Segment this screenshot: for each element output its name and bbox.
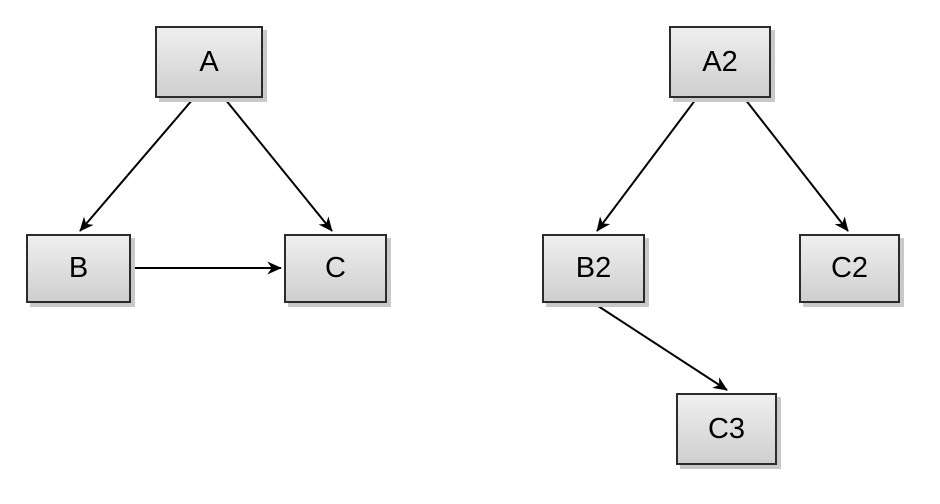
- node-c[interactable]: C: [284, 234, 387, 303]
- edge-a2-to-b2: [596, 98, 697, 232]
- node-label-a2: A2: [702, 45, 738, 78]
- node-label-c: C: [325, 252, 346, 284]
- node-label-b: B: [68, 252, 89, 284]
- node-a[interactable]: A: [155, 26, 263, 98]
- node-label-a: A: [199, 45, 219, 78]
- edge-group: [79, 98, 849, 391]
- node-label-b2: B2: [575, 252, 612, 284]
- node-b2[interactable]: B2: [542, 234, 645, 303]
- edge-a-to-b: [79, 98, 194, 232]
- node-label-c2: C2: [830, 252, 869, 284]
- edge-a2-to-c2: [744, 98, 849, 232]
- node-b[interactable]: B: [26, 234, 131, 303]
- node-c2[interactable]: C2: [799, 234, 900, 303]
- node-c3[interactable]: C3: [676, 393, 777, 465]
- edge-b2-to-c3: [594, 303, 728, 391]
- node-label-c3: C3: [707, 412, 746, 445]
- node-a2[interactable]: A2: [669, 26, 771, 98]
- edge-a-to-c: [224, 98, 333, 232]
